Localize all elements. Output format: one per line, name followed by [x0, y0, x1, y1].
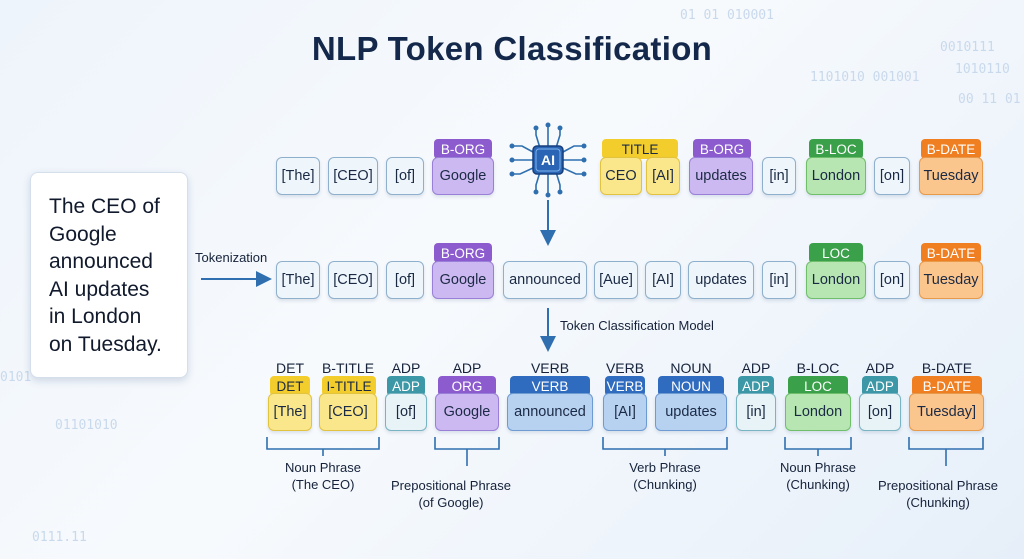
bracket-verb-phrase — [602, 437, 728, 450]
ner-tag: LOC — [788, 376, 848, 396]
token: updates — [689, 157, 753, 195]
sentence-line: The CEO of — [49, 195, 160, 218]
token: Google — [432, 261, 494, 299]
ner-tag: B-LOC — [809, 139, 863, 159]
tokenization-label: Tokenization — [195, 250, 268, 265]
ner-tag: I-TITLE — [322, 376, 376, 396]
ner-tag: B-DATE — [921, 243, 981, 263]
ner-tag: NOUN — [658, 376, 724, 396]
token: [The] — [276, 157, 320, 195]
pos-label: B-LOC — [796, 360, 840, 376]
ner-tag: LOC — [809, 243, 863, 263]
token: [CEO] — [328, 157, 378, 195]
token: [AI] — [645, 261, 681, 299]
token: London — [806, 261, 866, 299]
ner-tag: ADP — [738, 376, 774, 396]
background-binary-text: 01101010 — [55, 418, 118, 433]
sentence-line: on Tuesday. — [49, 332, 162, 356]
phrase-label-noun-phrase-chunking: Noun Phrase(Chunking) — [780, 460, 856, 492]
bracket-prepositional-phrase — [434, 437, 500, 450]
sentence-line: AI updates — [49, 277, 150, 301]
token: [The] — [268, 393, 312, 431]
phrase-label-noun-phrase: Noun Phrase(The CEO) — [285, 460, 361, 492]
phrase-brackets — [266, 437, 984, 466]
token: Tuesday — [919, 157, 983, 195]
token: updates — [655, 393, 727, 431]
sentence-line: in London — [49, 305, 142, 328]
token: [of] — [386, 261, 424, 299]
token: London — [806, 157, 866, 195]
phrase-label-prepositional-phrase-chunking: Prepositional Phrase(Chunking) — [878, 478, 998, 510]
token: [on] — [874, 157, 910, 195]
token: [CEO] — [319, 393, 377, 431]
pos-label: VERB — [530, 360, 570, 376]
token: [CEO] — [328, 261, 378, 299]
ner-tag: ADP — [862, 376, 898, 396]
ner-tag: ADP — [387, 376, 425, 396]
token: announced — [503, 261, 587, 299]
token: [The] — [276, 261, 320, 299]
ner-tag: ORG — [438, 376, 496, 396]
background-binary-text: 0111.11 — [32, 530, 87, 545]
pos-label: B-DATE — [921, 360, 973, 376]
pos-label: DET — [276, 360, 304, 376]
pos-label: ADP — [452, 360, 482, 376]
sentence-line: Google — [49, 222, 117, 246]
page-title: NLP Token Classification — [311, 30, 713, 67]
token: [Aue] — [594, 261, 638, 299]
ner-tag: B-DATE — [912, 376, 982, 396]
bracket-noun-phrase — [266, 437, 380, 450]
background-binary-text: 00 11 01 — [958, 92, 1021, 107]
background-binary-text: 0010111 — [940, 40, 995, 55]
phrase-label-verb-phrase: Verb Phrase(Chunking) — [629, 460, 701, 492]
phrase-label-prepositional-phrase: Prepositional Phrase(of Google) — [391, 478, 511, 510]
token: Tuesday — [919, 261, 983, 299]
background-binary-text: 01 01 010001 — [680, 8, 774, 23]
token: [of] — [386, 157, 424, 195]
ner-tag: B-ORG — [434, 139, 492, 159]
token: Google — [432, 157, 494, 195]
ai-chip-icon — [509, 122, 587, 198]
token: updates — [688, 261, 754, 299]
background-binary-text: 0101 — [0, 370, 32, 385]
background-binary-text: 1101010 001001 — [810, 70, 920, 85]
background-binary-text: 1010110 — [955, 62, 1010, 77]
token: CEO — [600, 157, 642, 195]
pos-label: VERB — [605, 360, 645, 376]
bracket-prepositional-phrase-chunk — [908, 437, 984, 450]
ner-tag: VERB — [605, 376, 645, 396]
token: Tuesday] — [909, 393, 984, 431]
input-sentence-card: The CEO of Google announced AI updates i… — [30, 172, 188, 378]
token: [of] — [385, 393, 427, 431]
token: Google — [435, 393, 499, 431]
token: [on] — [874, 261, 910, 299]
model-label: Token Classification Model — [560, 318, 714, 333]
ai-chip-label: AI — [541, 152, 555, 168]
ner-tag: B-ORG — [434, 243, 492, 263]
ner-tag: B-ORG — [693, 139, 751, 159]
pos-label: ADP — [741, 360, 771, 376]
ner-tag: DET — [270, 376, 310, 396]
sentence-line: announced — [49, 250, 153, 273]
token: [in] — [736, 393, 776, 431]
pos-label: B-TITLE — [321, 360, 375, 376]
token: [AI] — [603, 393, 647, 431]
ner-tag: VERB — [510, 376, 590, 396]
token: [in] — [762, 157, 796, 195]
token: London — [785, 393, 851, 431]
token: [in] — [762, 261, 796, 299]
pos-label: NOUN — [670, 360, 712, 376]
pos-label: ADP — [865, 360, 895, 376]
ner-tag: B-DATE — [921, 139, 981, 159]
token: [on] — [859, 393, 901, 431]
ner-tag: TITLE — [602, 139, 678, 159]
token: announced — [507, 393, 593, 431]
pos-label: ADP — [391, 360, 421, 376]
bracket-noun-phrase-chunk — [784, 437, 852, 450]
token: [AI] — [646, 157, 680, 195]
